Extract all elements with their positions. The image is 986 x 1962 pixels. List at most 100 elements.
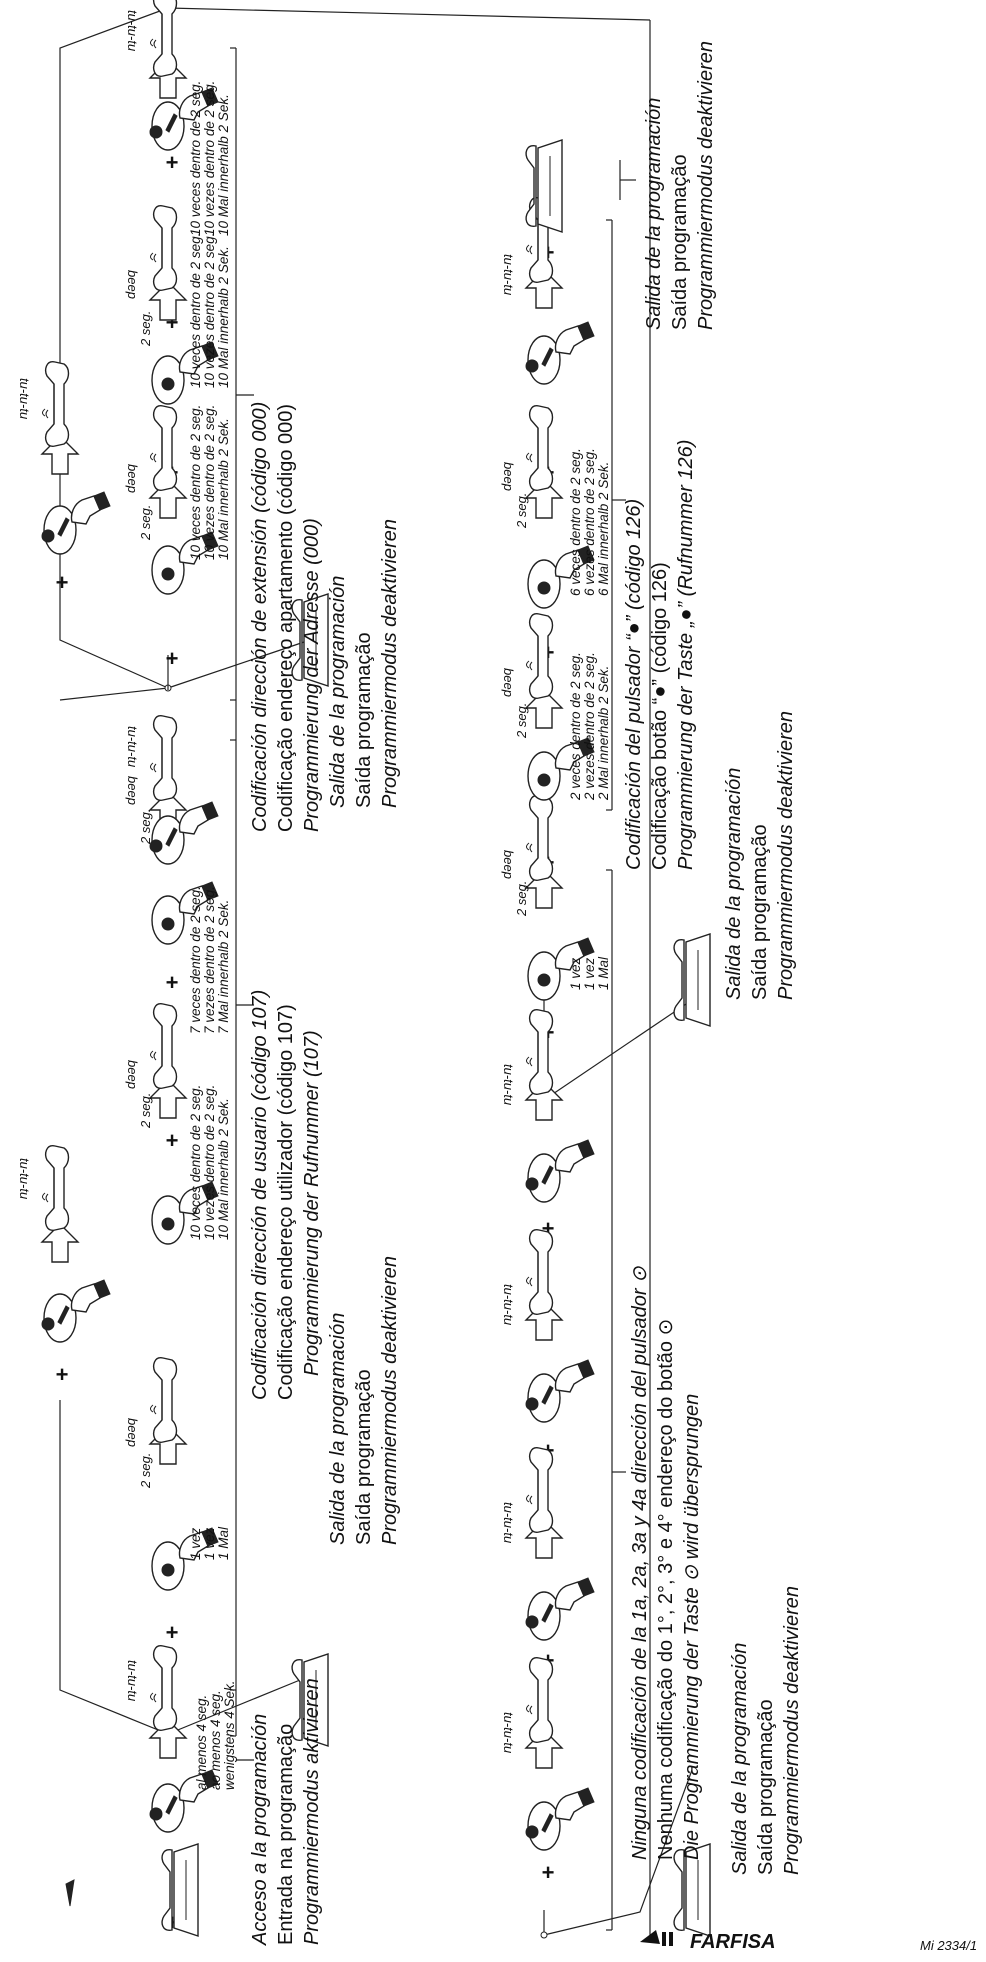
exit-caption-es: Salida de la programación (327, 576, 349, 808)
exit-caption-pt: Saída programação (353, 1369, 375, 1545)
dot-symbol: ● (623, 622, 645, 634)
beep-label: beep (125, 776, 140, 805)
tutu-label: tu-tu-tu (17, 378, 32, 419)
once-label-de: 1 Mal (216, 1526, 231, 1560)
exit-caption-pt: Saída programação (353, 632, 375, 808)
user-caption-de: Programmierung der Rufnummer (107) (301, 1030, 323, 1376)
handset-icon (525, 613, 554, 699)
p126-caption-pt: Codificação botão “●” (código 126) (649, 562, 671, 870)
two-sec-label: 2 seg. (514, 703, 529, 739)
user-caption-es: Codificación dirección de usuario (códig… (249, 990, 271, 1400)
tutu-label: tu-tu-tu (17, 1158, 32, 1199)
ten-label-de: 10 Mal innerhalb 2 Sek. (216, 1098, 231, 1240)
key-button-icon (41, 1279, 111, 1343)
svg-text:+: + (166, 1620, 179, 1645)
ext-caption-es: Codificación dirección de extensión (cód… (249, 402, 271, 832)
handset-icon (525, 1447, 554, 1533)
ten-label-de: 10 Mal innerhalb 2 Sek. (216, 94, 231, 236)
key-button-icon (525, 1139, 595, 1203)
svg-text:+: + (166, 970, 179, 995)
handset-icon (525, 1009, 554, 1095)
dot-button-symbol: ⊙ (629, 1266, 651, 1283)
beep-label: beep (501, 462, 516, 491)
beep-label: beep (501, 668, 516, 697)
access-caption-pt: Entrada na programação (275, 1724, 297, 1945)
handset-icon (525, 1657, 554, 1743)
key-button-icon (525, 321, 595, 385)
seven-label-es: 7 veces dentro de 2 seg. (188, 886, 203, 1034)
exit-caption-pt: Saída programação (669, 154, 691, 330)
p126-caption-es: Codificación del pulsador “●” (código 12… (623, 499, 645, 870)
phone-lifted-icon (161, 1843, 199, 1937)
hold-label-es: al menos 4 seg. (194, 1695, 209, 1790)
exit-caption-es: Salida de la programación (723, 768, 745, 1000)
six-label-de: 6 Mal innerhalb 2 Sek. (596, 462, 611, 596)
handset-icon (149, 0, 178, 77)
exit-caption-de: Programmiermodus deaktivieren (379, 1256, 401, 1545)
ten-label-pt: 10 vezes dentro de 2 seg. (202, 233, 217, 388)
exit-caption-es: Salida de la programación (643, 98, 665, 330)
six-label-pt: 6 vezes dentro de 2 seg. (582, 448, 597, 596)
two-sec-label: 2 seg. (514, 493, 529, 529)
ten-label-de: 10 Mal innerhalb 2 Sek. (216, 246, 231, 388)
tutu-label: tu-tu-tu (125, 1660, 140, 1701)
two-sec-label: 2 seg. (138, 505, 153, 541)
exit-caption-de: Programmiermodus deaktivieren (775, 711, 797, 1000)
tutu-label: tu-tu-tu (501, 1712, 516, 1753)
ext-caption-de: Programmierung der Adresse (000) (301, 518, 323, 832)
access-caption-es: Acceso a la programación (249, 1714, 271, 1946)
ten-label-es: 10 veces dentro de 2 seg. (188, 233, 203, 388)
two-sec-label: 2 seg. (138, 1093, 153, 1129)
seven-label-de: 7 Mal innerhalb 2 Sek. (216, 900, 231, 1034)
plus-mark: + (542, 1860, 555, 1885)
brand-logo-text: FARFISA (690, 1931, 776, 1953)
handset-icon (149, 715, 178, 801)
svg-text:+: + (56, 1362, 69, 1387)
hollow-arrow-icon (41, 1223, 79, 1263)
bottom-flow-section: + + + + + + + + + (501, 41, 803, 1939)
svg-text:+: + (166, 646, 179, 671)
two-sec-label: 2 seg. (138, 1453, 153, 1489)
p126-caption-de: Programmierung der Taste „●” (Rufnummer … (675, 440, 697, 870)
dot-symbol: ● (649, 686, 671, 698)
handset-icon (525, 795, 554, 881)
svg-text:+: + (56, 570, 69, 595)
ext-caption-pt: Codificação endereço apartamento (código… (275, 404, 297, 832)
beep-label: beep (501, 850, 516, 879)
none-caption-de: Die Programmierung der Taste ⊙ wird über… (681, 1394, 703, 1860)
two-label-de: 2 Mal innerhalb 2 Sek. (596, 666, 611, 801)
exit-caption-pt: Saída programação (749, 824, 771, 1000)
key-button-icon (41, 491, 111, 555)
hold-label-de: wenigstens 4 Sek. (222, 1680, 237, 1790)
tutu-label: tu-tu-tu (125, 726, 140, 767)
hold-label-pt: ao menos 4 seg. (208, 1690, 223, 1790)
ten-label-es: 10 veces dentro de 2 seg. (188, 1085, 203, 1240)
ten-label-pt: 10 vezes dentro de 2 seg. (202, 1085, 217, 1240)
ten-label-pt: 10 vezes dentro de 2 seg. (202, 405, 217, 560)
handset-icon (525, 1229, 554, 1315)
seven-label-pt: 7 vezes dentro de 2 seg. (202, 886, 217, 1034)
two-label-pt: 2 vezes dentro de 2 seg. (582, 652, 597, 801)
tutu-label: tu-tu-tu (501, 1502, 516, 1543)
phone-hangup-icon (673, 933, 711, 1027)
six-label-es: 6 veces dentro de 2 seg. (568, 448, 583, 596)
two-sec-label: 2 seg. (514, 881, 529, 917)
two-sec-label: 2 seg. (138, 311, 153, 347)
beep-label: beep (125, 1418, 140, 1447)
phone-hangup-icon (525, 139, 563, 233)
handset-icon (149, 1357, 178, 1443)
ten-label-es: 10 veces dentro de 2 seg. (188, 405, 203, 560)
exit-caption-es: Salida de la programación (729, 1643, 751, 1875)
svg-text:+: + (166, 150, 179, 175)
exit-caption-pt: Saída programação (755, 1699, 777, 1875)
beep-label: beep (125, 464, 140, 493)
handset-icon (149, 405, 178, 491)
exit-caption-es: Salida de la programación (327, 1313, 349, 1545)
user-caption-pt: Codificação endereço utilizador (código … (275, 1004, 297, 1400)
ten-label-pt: 10 vezes dentro de 2 seg. (202, 81, 217, 236)
tutu-label: tu-tu-tu (125, 10, 140, 51)
dot-symbol: ● (675, 609, 697, 621)
two-label-es: 2 veces dentro de 2 seg. (568, 652, 583, 801)
tutu-label: tu-tu-tu (501, 1284, 516, 1325)
